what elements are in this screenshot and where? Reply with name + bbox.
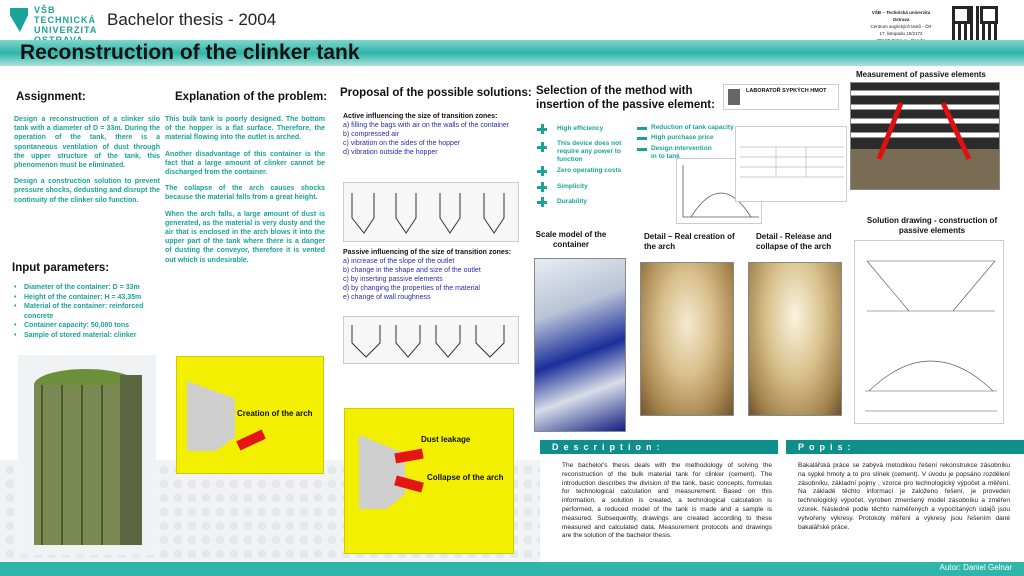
- assignment-text: Design a reconstruction of a clinker sil…: [14, 115, 160, 212]
- logo-line: TECHNICKÁ: [34, 15, 96, 25]
- address-line: VŠB – Technická univerzita: [871, 10, 931, 15]
- list-item: b) change in the shape and size of the o…: [343, 267, 481, 274]
- address-line: Ostrava: [892, 17, 910, 22]
- list-item: a) filling the bags with air on the wall…: [343, 122, 510, 129]
- silo-wall-shape: [187, 381, 235, 451]
- laboratory-stamp: LABORATOŘ SYPKÝCH HMOT: [723, 84, 839, 110]
- silo-photo: [18, 355, 156, 555]
- plus-icon: [537, 197, 547, 207]
- dust-leakage-label: Dust leakage: [421, 435, 471, 444]
- list-item: a) increase of the slope of the outlet: [343, 258, 455, 265]
- minus-icon: [637, 148, 647, 151]
- logo-line: VŠB: [34, 5, 56, 15]
- problem-paragraph: The collapse of the arch causes shocks b…: [165, 185, 325, 202]
- input-parameters-heading: Input parameters:: [12, 262, 110, 274]
- list-item: Height of the container: H = 43,35m: [14, 293, 164, 303]
- description-heading: Description:: [540, 440, 778, 454]
- problem-paragraph: Another disadvantage of this container i…: [165, 150, 325, 177]
- list-item: Diameter of the container: D = 33m: [14, 283, 164, 293]
- minus-icon: [637, 127, 647, 130]
- university-address: VŠB – Technická univerzita Ostrava Centr…: [856, 9, 946, 44]
- problem-text: This bulk tank is poorly designed. The b…: [165, 115, 325, 272]
- detail-real-caption: Detail – Real creation of the arch: [644, 232, 735, 251]
- con-item: Reduction of tank capacity: [651, 124, 734, 131]
- list-item: Material of the container: reinforced co…: [14, 302, 164, 321]
- lab-logo-icon: [728, 89, 740, 105]
- scale-model-photo: [534, 258, 626, 432]
- address-line: Centrum anglických textů - ČR: [870, 24, 932, 29]
- logo-line: UNIVERZITA: [34, 25, 98, 35]
- list-item: b) compressed air: [343, 131, 400, 138]
- footer-band: [0, 562, 1024, 576]
- detail-release-caption: Detail - Release and collapse of the arc…: [756, 232, 832, 251]
- con-item: Design intervention in to tank: [651, 145, 712, 160]
- popis-text: Bakalářská práce se zabývá metodikou řeš…: [798, 462, 1010, 531]
- list-item: e) change of wall roughness: [343, 294, 431, 301]
- vsb-logo-icon: [10, 8, 28, 32]
- plus-icon: [537, 182, 547, 192]
- passive-solutions: Passive influencing of the size of trans…: [343, 248, 523, 302]
- list-item: c) vibration on the sides of the hopper: [343, 140, 461, 147]
- passive-solutions-sketch: [343, 316, 519, 364]
- problem-paragraph: When the arch falls, a large amount of d…: [165, 210, 325, 264]
- arch-creation-label: Creation of the arch: [237, 409, 313, 418]
- pro-item: Simplicity: [557, 183, 588, 190]
- plus-icon: [537, 142, 547, 152]
- input-parameters-list: Diameter of the container: D = 33m Heigh…: [14, 283, 164, 340]
- university-logo-text: VŠB TECHNICKÁ UNIVERZITA OSTRAVA: [34, 5, 97, 45]
- construction-drawing: [854, 240, 1004, 424]
- detail-release-photo: [748, 262, 842, 416]
- measurement-caption: Measurement of passive elements: [856, 70, 986, 79]
- list-item: Container capacity: 50,000 tons: [14, 321, 164, 331]
- active-solutions: Active influencing the size of transitio…: [343, 112, 523, 157]
- passive-elements-photo: [850, 82, 1000, 190]
- pro-item: This device does not require any power t…: [557, 140, 622, 163]
- author-label: Autor: Daniel Gelnar: [939, 563, 1012, 572]
- arch-collapse-label: Collapse of the arch: [427, 473, 504, 482]
- measurement-protocol-table: [735, 126, 847, 202]
- pro-item: Durability: [557, 198, 587, 205]
- lab-title: LABORATOŘ SYPKÝCH HMOT: [746, 88, 827, 94]
- list-item: c) by inserting passive elements: [343, 276, 443, 283]
- plus-icon: [537, 166, 547, 176]
- title-band: [0, 40, 1024, 66]
- pro-item: High efficiency: [557, 125, 604, 132]
- proposal-heading: Proposal of the possible solutions:: [340, 87, 532, 99]
- address-line: 17. listopadu 15/2172: [879, 31, 923, 36]
- passive-heading: Passive influencing of the size of trans…: [343, 249, 512, 256]
- problem-heading: Explanation of the problem:: [175, 91, 328, 103]
- list-item: d) by changing the properties of the mat…: [343, 285, 480, 292]
- active-solutions-sketch: [343, 182, 519, 242]
- arrow-icon: [394, 448, 424, 464]
- arch-collapse-diagram: Dust leakage Collapse of the arch: [344, 408, 514, 554]
- list-item: Sample of stored material: clinker: [14, 331, 164, 341]
- description-text: The bachelor's thesis deals with the met…: [562, 462, 772, 540]
- silo-wall-shape: [359, 435, 405, 509]
- protocol-table-lines: [740, 146, 844, 178]
- list-item: d) vibration outside the hopper: [343, 149, 438, 156]
- detail-real-photo: [640, 262, 734, 416]
- plus-icon: [537, 124, 547, 134]
- problem-paragraph: This bulk tank is poorly designed. The b…: [165, 116, 325, 142]
- selection-heading: Selection of the method with insertion o…: [536, 85, 715, 111]
- solution-drawing-caption: Solution drawing - construction of passi…: [866, 216, 998, 235]
- assignment-paragraph: Design a reconstruction of a clinker sil…: [14, 116, 160, 170]
- pro-item: Zero operating costs: [557, 167, 622, 174]
- arch-creation-diagram: Creation of the arch: [176, 356, 324, 474]
- assignment-paragraph: Design a construction solution to preven…: [14, 178, 160, 204]
- popis-heading: Popis:: [786, 440, 1024, 454]
- assignment-heading: Assignment:: [16, 91, 86, 103]
- scale-model-caption: Scale model of the container: [535, 230, 607, 249]
- active-heading: Active influencing the size of transitio…: [343, 113, 498, 120]
- page-title: Reconstruction of the clinker tank: [20, 41, 360, 64]
- arrow-icon: [236, 429, 266, 451]
- con-item: High purchase price: [651, 134, 714, 141]
- minus-icon: [637, 137, 647, 140]
- thesis-year-label: Bachelor thesis - 2004: [107, 10, 277, 29]
